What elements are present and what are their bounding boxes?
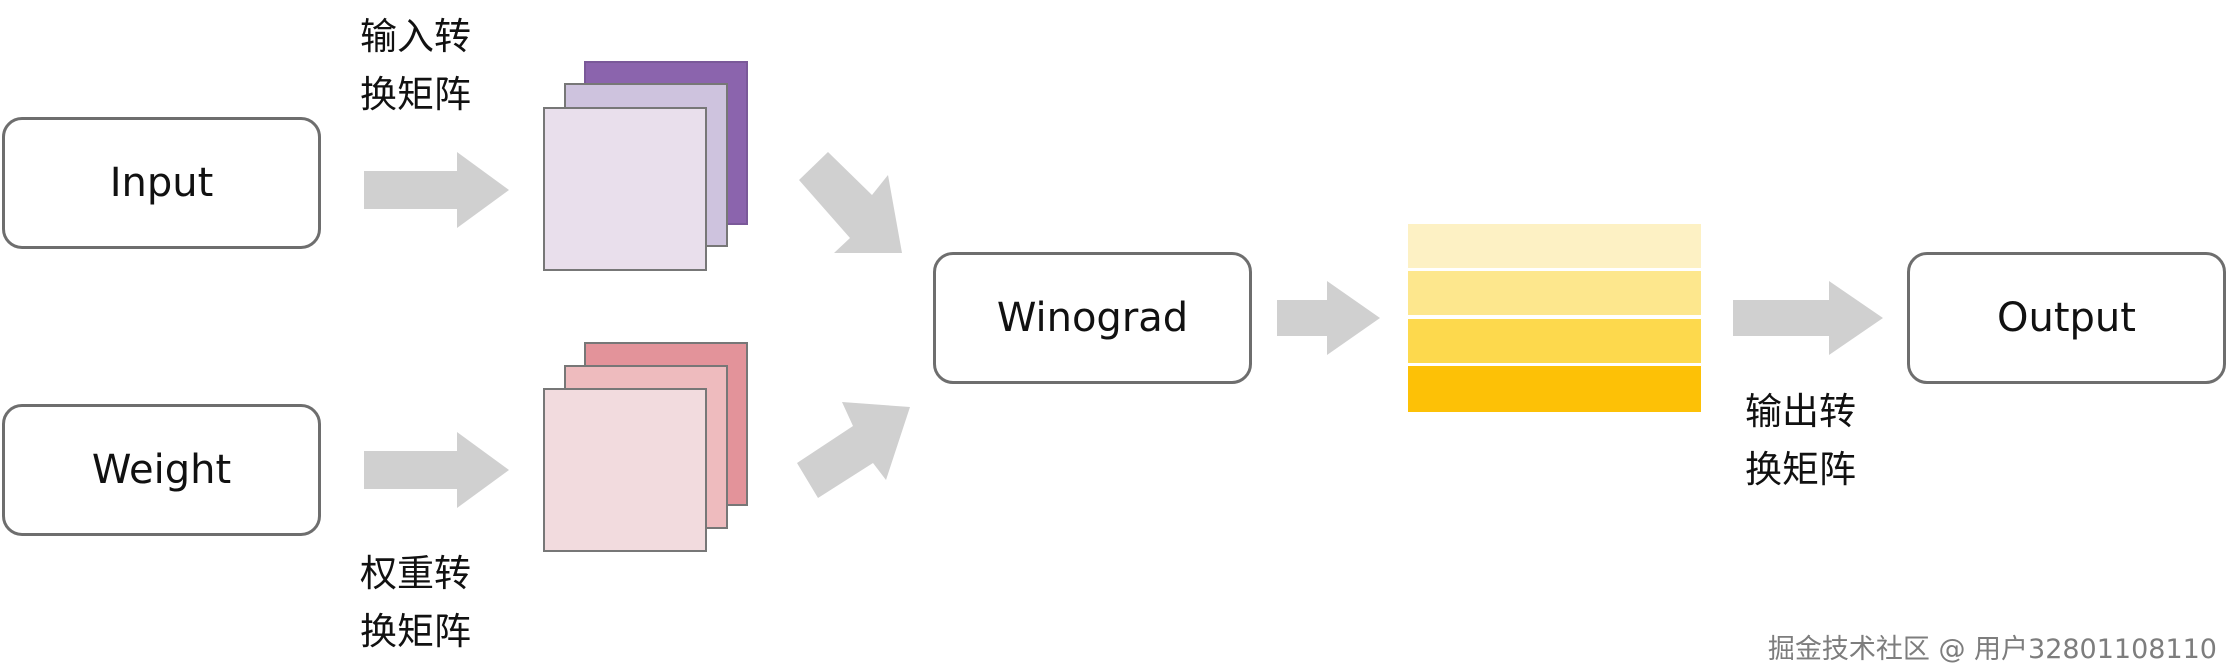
output-node-label: Output (1997, 295, 2136, 341)
arrow-weight-to-matrix (364, 432, 509, 508)
arrow-input-matrix-to-winograd (799, 152, 902, 253)
weight-transform-label: 权重转 换矩阵 (360, 545, 500, 661)
arrow-winograd-to-stripes (1277, 281, 1380, 355)
weight-node: Weight (2, 404, 321, 536)
input-transform-matrix-stack (543, 61, 748, 271)
winograd-node: Winograd (933, 252, 1252, 384)
input-transform-label-line1: 输入转 (360, 15, 471, 58)
arrow-stripes-to-output (1733, 281, 1883, 355)
output-transform-label: 输出转 换矩阵 (1745, 383, 1885, 499)
watermark: 掘金技术社区 @ 用户32801108110 (1767, 634, 2217, 665)
arrow-input-to-matrix (364, 152, 509, 228)
output-transform-matrix (1408, 224, 1701, 412)
output-transform-label-line1: 输出转 (1745, 390, 1856, 433)
input-node-label: Input (109, 160, 214, 206)
input-matrix-front (543, 107, 707, 271)
input-transform-label-line2: 换矩阵 (360, 73, 471, 116)
output-stripe-1 (1408, 224, 1701, 268)
arrow-weight-matrix-to-winograd (797, 402, 910, 498)
weight-matrix-front (543, 388, 707, 552)
input-node: Input (2, 117, 321, 249)
input-transform-label: 输入转 换矩阵 (360, 8, 500, 124)
weight-transform-label-line1: 权重转 (360, 552, 471, 595)
output-stripe-3 (1408, 319, 1701, 363)
output-node: Output (1907, 252, 2226, 384)
output-stripe-4 (1408, 366, 1701, 412)
output-transform-label-line2: 换矩阵 (1745, 448, 1856, 491)
output-stripe-2 (1408, 271, 1701, 315)
weight-transform-label-line2: 换矩阵 (360, 610, 471, 653)
weight-transform-matrix-stack (543, 342, 748, 552)
weight-node-label: Weight (91, 447, 232, 493)
winograd-node-label: Winograd (996, 295, 1189, 341)
